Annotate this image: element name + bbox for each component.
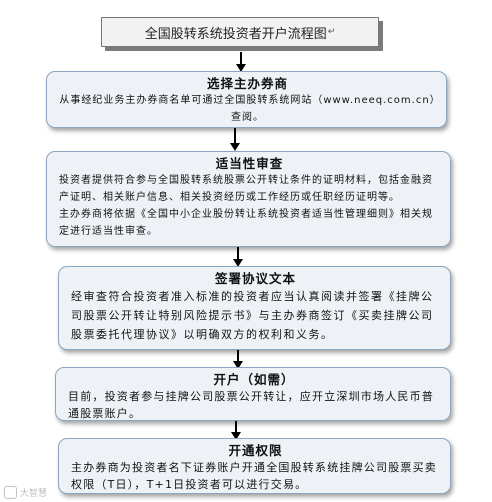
watermark: 大智慧 — [4, 486, 47, 499]
step-description: 经审查符合投资者准入标准的投资者应当认真阅读并签署《挂牌公司股票公开转让特别风险… — [71, 290, 434, 341]
diagram-title: 全国股转系统投资者开户流程图↵ — [101, 17, 379, 47]
arrow-connector — [233, 350, 243, 369]
step-title: 适当性审查 — [215, 156, 284, 171]
step-enable-permission: 开通权限 主办券商为投资者名下证券账户开通全国股转系统挂牌公司股票买卖权限（T日… — [58, 438, 451, 494]
watermark-logo-icon — [4, 486, 17, 499]
step-title: 签署协议文本 — [214, 271, 296, 286]
step-suitability-review: 适当性审查 投资者提供符合参与全国股转系统股票公开转让条件的证明材料，包括金融资… — [46, 151, 451, 247]
step-description: 投资者提供符合参与全国股转系统股票公开转让条件的证明材料，包括金融资产证明、相关… — [59, 175, 433, 237]
step-description: 目前，投资者参与挂牌公司股票公开转让，应开立深圳市场人民币普通股票账户。 — [68, 390, 434, 420]
step-title: 开通权限 — [228, 443, 283, 458]
arrow-connector — [233, 247, 243, 267]
watermark-text: 大智慧 — [20, 489, 48, 499]
step-description: 从事经纪业务主办券商名单可通过全国股转系统网站（www.neeq.com.cn）… — [59, 95, 436, 123]
step-sign-agreement: 签署协议文本 经审查符合投资者准入标准的投资者应当认真阅读并签署《挂牌公司股票公… — [58, 266, 451, 350]
arrow-connector — [236, 52, 246, 72]
step-title: 开户（如需） — [213, 372, 295, 387]
step-description: 主办券商为投资者名下证券账户开通全国股转系统挂牌公司股票买卖权限（T日），T+1… — [71, 461, 437, 491]
arrow-connector — [231, 421, 241, 440]
diagram-title-text: 全国股转系统投资者开户流程图 — [144, 26, 327, 42]
step-open-account: 开户（如需） 目前，投资者参与挂牌公司股票公开转让，应开立深圳市场人民币普通股票… — [55, 367, 451, 421]
step-title: 选择主办券商 — [206, 76, 288, 91]
step-select-broker: 选择主办券商 从事经纪业务主办券商名单可通过全国股转系统网站（www.neeq.… — [46, 71, 447, 128]
arrow-connector — [230, 128, 240, 151]
